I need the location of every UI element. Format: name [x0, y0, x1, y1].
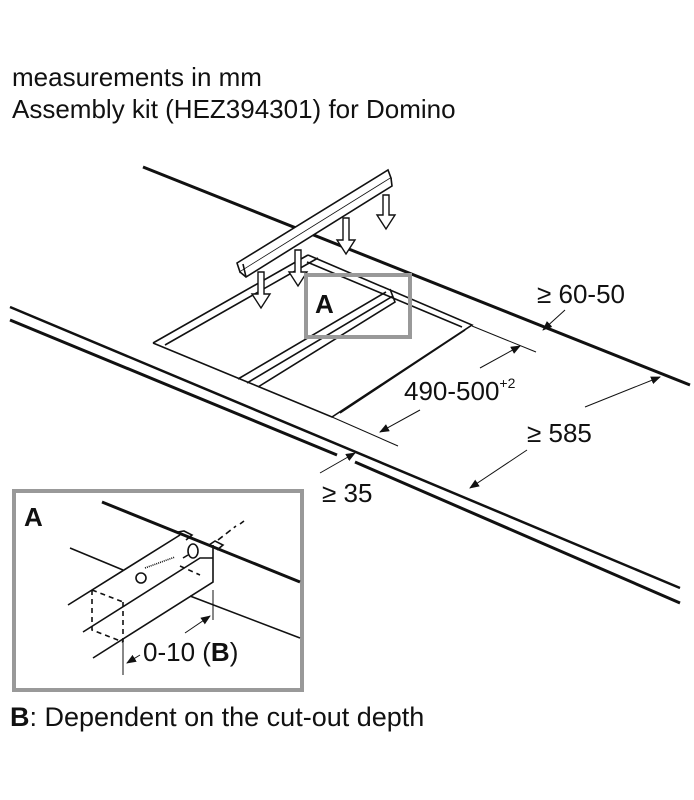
dimension-worktop-depth: ≥ 585	[527, 418, 592, 448]
dimension-tolerance: +2	[499, 375, 515, 391]
detail-offset-dimension: 0-10 (B)	[143, 637, 238, 667]
units-note: measurements in mm	[12, 62, 262, 92]
dimension-cutout-depth: 490-500+2	[404, 375, 516, 406]
dimension-lines	[319, 309, 661, 489]
footnote: B: Dependent on the cut-out depth	[10, 702, 424, 733]
detail-a-marker-label: A	[315, 289, 334, 319]
cutout	[152, 254, 474, 418]
diagram-title: Assembly kit (HEZ394301) for Domino	[12, 94, 456, 124]
detail-a-panel: A 0-10 (B)	[12, 489, 304, 692]
footnote-text: : Dependent on the cut-out depth	[29, 702, 425, 732]
assembly-bracket	[236, 168, 393, 278]
detail-a-marker-box	[304, 273, 412, 339]
footnote-ref: B	[10, 702, 30, 732]
worktop-front-edge	[9, 305, 681, 590]
detail-a-label: A	[24, 502, 43, 532]
dimension-rear-edge: ≥ 60-50	[537, 279, 625, 309]
down-arrows	[250, 194, 397, 310]
worktop-rear-edge	[142, 165, 691, 387]
worktop-front-lower-edge	[9, 318, 681, 605]
dimension-front-edge: ≥ 35	[322, 478, 372, 508]
